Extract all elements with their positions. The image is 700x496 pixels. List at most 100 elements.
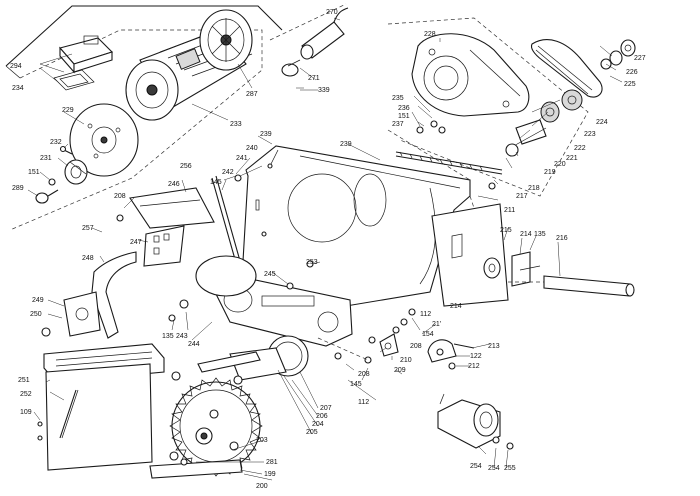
screw-245	[286, 282, 294, 290]
part-label-254b: 254	[488, 465, 500, 472]
switch-box	[53, 35, 114, 91]
part-label-250: 250	[30, 311, 42, 318]
part-label-154: 154	[422, 331, 434, 338]
right-bracket-and-rod	[431, 203, 635, 307]
part-label-206: 206	[316, 413, 328, 420]
part-label-219: 219	[544, 169, 556, 176]
part-label-339: 339	[318, 87, 330, 94]
part-label-214a: 214	[520, 231, 532, 238]
left-clamp-plate	[41, 291, 101, 337]
part-label-112b: 112	[358, 399, 369, 406]
part-label-225: 225	[624, 81, 636, 88]
part-label-281: 281	[266, 459, 278, 466]
part-label-232: 232	[50, 139, 62, 146]
part-label-215: 215	[500, 227, 512, 234]
part-label-151b: 151	[398, 113, 410, 120]
part-label-135b: 135	[162, 333, 174, 340]
part-label-222: 222	[574, 145, 586, 152]
part-label-210: 210	[400, 357, 412, 364]
part-label-246: 246	[168, 181, 180, 188]
part-label-253: 253	[306, 259, 318, 266]
belt-cover-assembly	[387, 17, 636, 197]
part-label-245: 245	[264, 271, 276, 278]
part-label-271: 271	[308, 75, 320, 82]
leader-lines	[27, 17, 623, 481]
part-label-216: 216	[556, 235, 568, 242]
blade-guard	[91, 187, 215, 339]
threaded-rod	[395, 151, 503, 190]
part-label-235: 235	[392, 95, 404, 102]
handle-tube	[269, 3, 349, 89]
part-label-233: 233	[230, 121, 242, 128]
part-label-145b: 145	[350, 381, 362, 388]
part-label-243: 243	[176, 333, 188, 340]
part-label-231: 231	[40, 155, 52, 162]
part-label-234: 234	[12, 85, 24, 92]
part-label-212: 212	[468, 363, 480, 370]
part-label-145a: 145	[210, 179, 222, 186]
part-label-247: 247	[130, 239, 142, 246]
motor-assembly	[5, 5, 283, 231]
motor-fan-cover	[199, 9, 253, 71]
main-base-plate	[239, 129, 501, 321]
part-label-135a: 135	[534, 231, 546, 238]
part-label-112: 112	[420, 311, 431, 318]
screw-135	[168, 314, 176, 322]
belt-pulley-disc	[69, 103, 139, 177]
part-label-217: 217	[516, 193, 528, 200]
part-label-203: 203	[256, 437, 268, 444]
support-bracket	[437, 393, 514, 450]
arm-206	[197, 351, 261, 373]
part-number-labels: 270 228 227 226 225 224 294 234 229 233 …	[10, 9, 646, 490]
part-label-208a: 208	[114, 193, 126, 200]
part-label-228: 228	[424, 31, 436, 38]
part-label-226: 226	[626, 69, 638, 76]
part-label-251: 251	[18, 377, 30, 384]
part-label-249: 249	[32, 297, 44, 304]
washer-243	[179, 299, 189, 309]
part-label-248: 248	[82, 255, 94, 262]
part-label-294: 294	[10, 63, 22, 70]
part-label-211: 211	[504, 207, 515, 214]
clamp-parts	[317, 308, 475, 370]
bolt-289	[35, 189, 59, 204]
washer-151	[48, 178, 56, 186]
part-label-109: 109	[20, 409, 32, 416]
part-label-122: 122	[470, 353, 482, 360]
part-label-208b: 208	[410, 343, 422, 350]
part-label-256: 256	[180, 163, 192, 170]
part-label-204: 204	[312, 421, 324, 428]
part-label-223: 223	[584, 131, 596, 138]
part-label-254: 254	[470, 463, 482, 470]
part-label-220: 220	[554, 161, 566, 168]
part-label-21: 21'	[432, 321, 441, 328]
part-label-208c: 208	[358, 371, 370, 378]
part-label-224: 224	[596, 119, 608, 126]
part-label-199: 199	[264, 471, 276, 478]
part-label-239b: 239	[340, 141, 352, 148]
part-label-237: 237	[392, 121, 404, 128]
part-label-205: 205	[306, 429, 318, 436]
part-label-241: 241	[236, 155, 248, 162]
part-label-229: 229	[62, 107, 74, 114]
part-label-244: 244	[188, 341, 200, 348]
part-label-242: 242	[222, 169, 234, 176]
part-label-255: 255	[504, 465, 516, 472]
part-label-214b: 214	[450, 303, 462, 310]
part-label-221: 221	[566, 155, 578, 162]
part-label-213: 213	[488, 343, 500, 350]
part-label-257: 257	[82, 225, 94, 232]
part-label-218: 218	[528, 185, 540, 192]
part-label-239a: 239	[260, 131, 272, 138]
part-label-252: 252	[20, 391, 32, 398]
part-label-207: 207	[320, 405, 332, 412]
part-label-209: 209	[394, 367, 406, 374]
part-label-151a: 151	[28, 169, 40, 176]
part-label-240: 240	[246, 145, 258, 152]
part-label-287: 287	[246, 91, 258, 98]
part-label-227: 227	[634, 55, 646, 62]
part-label-200: 200	[256, 483, 268, 490]
base-table	[37, 343, 243, 479]
part-label-236: 236	[398, 105, 410, 112]
